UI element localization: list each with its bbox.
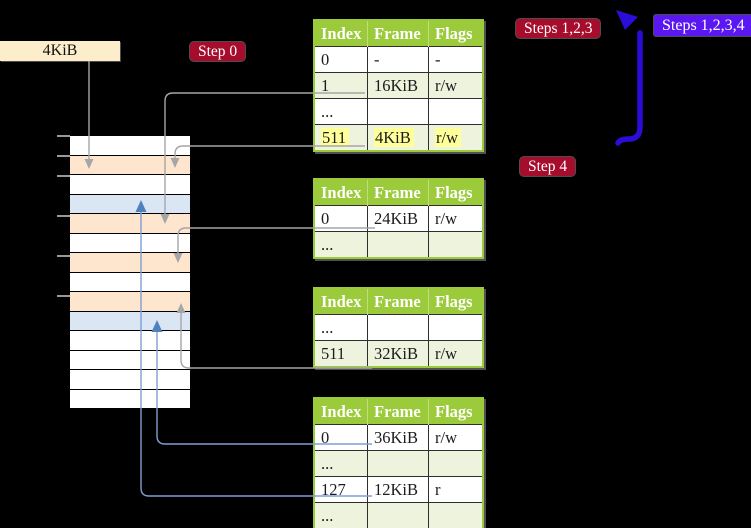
table-row: ...: [313, 98, 484, 125]
cell-frame: [367, 502, 429, 528]
steps-1234-badge: Steps 1,2,3,4: [654, 15, 751, 36]
cell-flags: r/w: [428, 72, 484, 99]
column-header-flags: Flags: [428, 179, 483, 206]
cell-flags: [428, 231, 484, 259]
column-header-frame: Frame: [367, 398, 429, 425]
column-header-index: Index: [314, 20, 368, 47]
memory-tick: [57, 155, 70, 157]
memory-row-white: [70, 350, 190, 370]
cell-frame: [367, 450, 429, 477]
page-size-label: 4KiB: [0, 41, 120, 61]
cell-frame: 32KiB: [367, 340, 429, 368]
memory-row-peach: [70, 253, 190, 273]
cell-flags: r/w: [428, 205, 484, 232]
page-table-top: Index Frame Flags 0 - - 1 16KiB r/w ... …: [313, 19, 484, 152]
table-header-row: Index Frame Flags: [314, 20, 483, 47]
cell-flags: r/w: [428, 124, 484, 152]
memory-row-white: [70, 331, 190, 351]
cell-frame: [367, 98, 429, 125]
steps-loop-arrow: [615, 10, 643, 146]
memory-row-white: [70, 389, 190, 409]
memory-row-white: [70, 233, 190, 253]
table-row: ...: [313, 502, 484, 528]
step-0-badge: Step 0: [190, 42, 246, 61]
cell-index: 1: [313, 72, 368, 99]
column-header-frame: Frame: [367, 20, 429, 47]
cell-frame: 24KiB: [367, 205, 429, 232]
table-row: ...: [313, 450, 484, 477]
page-table-third: Index Frame Flags ... 511 32KiB r/w: [313, 287, 484, 368]
cell-index: 0: [313, 424, 368, 451]
step-4-badge: Step 4: [520, 157, 576, 176]
cell-index: 511: [313, 340, 368, 368]
cell-index: ...: [313, 231, 368, 259]
cell-frame: 16KiB: [367, 72, 429, 99]
memory-row-white: [70, 272, 190, 292]
cell-flags: [428, 98, 484, 125]
cell-index: 511: [313, 124, 368, 152]
cell-flags: r/w: [428, 340, 484, 368]
column-header-flags: Flags: [428, 288, 483, 315]
cell-flags: [428, 314, 484, 341]
column-header-flags: Flags: [428, 398, 483, 425]
table-row: 127 12KiB r: [313, 476, 484, 503]
cell-index: ...: [313, 450, 368, 477]
cell-frame: [367, 231, 429, 259]
cell-frame: 4KiB: [367, 124, 429, 152]
memory-row-blue: [70, 311, 190, 331]
memory-tick: [57, 215, 70, 217]
cell-index: ...: [313, 98, 368, 125]
column-header-index: Index: [314, 179, 368, 206]
cell-index: 0: [313, 46, 368, 73]
column-header-frame: Frame: [367, 288, 429, 315]
memory-row-peach: [70, 292, 190, 312]
cell-index: ...: [313, 502, 368, 528]
cell-flags: [428, 450, 484, 477]
table-row: 511 32KiB r/w: [313, 340, 484, 368]
memory-tick: [57, 135, 70, 137]
table-row: 1 16KiB r/w: [313, 72, 484, 99]
cell-index: 0: [313, 205, 368, 232]
memory-tick: [57, 295, 70, 297]
memory-row-peach: [70, 214, 190, 234]
cell-flags: r: [428, 476, 484, 503]
memory-tick: [57, 175, 70, 177]
cell-frame: 36KiB: [367, 424, 429, 451]
memory-row-peach: [70, 155, 190, 175]
cell-frame: [367, 314, 429, 341]
table-header-row: Index Frame Flags: [314, 288, 483, 315]
column-header-flags: Flags: [428, 20, 483, 47]
page-table-second: Index Frame Flags 0 24KiB r/w ...: [313, 178, 484, 259]
cell-index: 127: [313, 476, 368, 503]
table-row: ...: [313, 231, 484, 259]
memory-row-blue: [70, 194, 190, 214]
page-table-fourth: Index Frame Flags 0 36KiB r/w ... 127 12…: [313, 397, 484, 528]
table-row: 0 36KiB r/w: [313, 424, 484, 451]
steps-123-badge: Steps 1,2,3: [516, 19, 601, 38]
physical-memory-strip: [70, 136, 190, 409]
cell-frame: 12KiB: [367, 476, 429, 503]
memory-tick: [57, 255, 70, 257]
table-row: 0 24KiB r/w: [313, 205, 484, 232]
memory-row-white: [70, 136, 190, 156]
column-header-index: Index: [314, 288, 368, 315]
cell-index: ...: [313, 314, 368, 341]
table-row: ...: [313, 314, 484, 341]
table-header-row: Index Frame Flags: [314, 398, 483, 425]
cell-flags: r/w: [428, 424, 484, 451]
table-row: 0 - -: [313, 46, 484, 73]
column-header-frame: Frame: [367, 179, 429, 206]
column-header-index: Index: [314, 398, 368, 425]
cell-flags: -: [428, 46, 484, 73]
cell-frame: -: [367, 46, 429, 73]
table-row-highlighted: 511 4KiB r/w: [313, 124, 484, 152]
cell-flags: [428, 502, 484, 528]
memory-row-white: [70, 370, 190, 390]
table-header-row: Index Frame Flags: [314, 179, 483, 206]
memory-row-white: [70, 175, 190, 195]
